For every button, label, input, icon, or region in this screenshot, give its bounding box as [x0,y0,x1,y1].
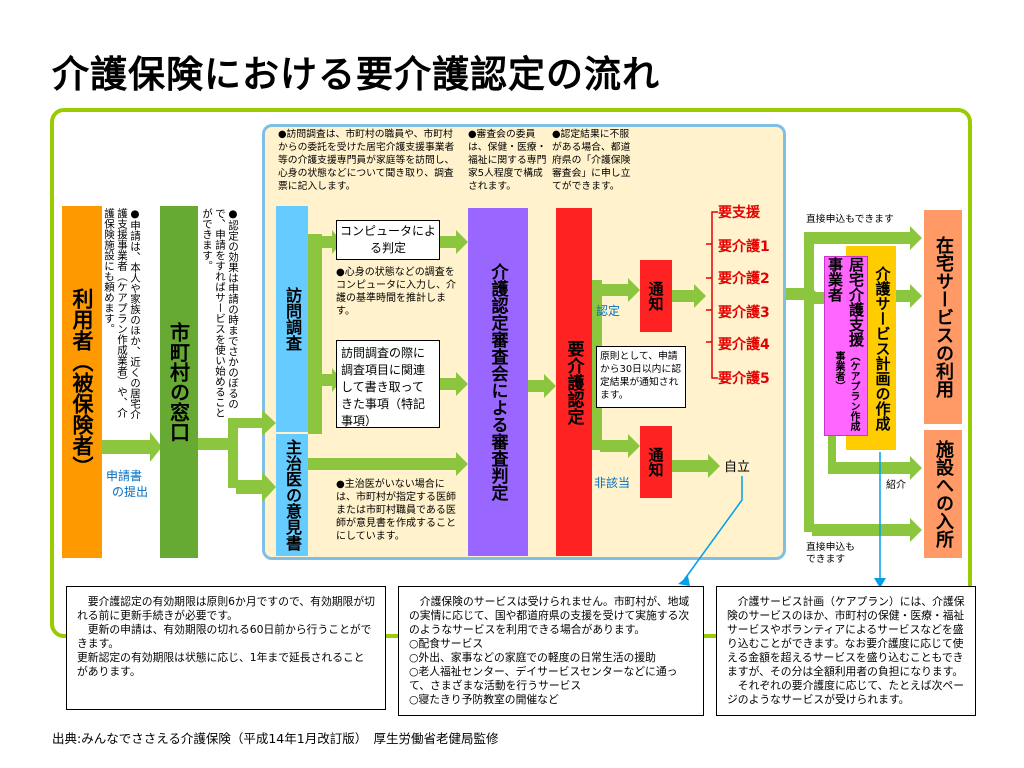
level-care-1: 要介護1 [718,239,770,255]
home-service: 在宅サービスの利用 [924,210,962,424]
arrow-application [100,432,162,462]
computer-judgment-box: コンピュータによる判定 [336,220,440,260]
visit-note: ●訪問調査は、市町村の職員や、市町村からの委託を受けた居宅介護支援事業者等の介護… [278,129,455,192]
arrow-window-out [198,438,232,450]
certification-column: 要介護認定 [556,208,592,556]
doctor-opinion: 主治医の意見書 [276,434,308,556]
municipal-window: 市町村の窓口 [160,206,198,558]
direct-apply-top: 直接申込もできます [806,214,894,225]
not-applicable-label: 非該当 [594,476,631,490]
visit-survey: 訪問調査 [276,206,308,432]
appeal-note: ●認定結果に不服がある場合、都道府県の「介護保険審査会」に申し立てができます。 [552,129,631,192]
arrow-committee [528,374,556,398]
application-label: 申請書 の提出 [106,469,149,499]
source-citation: 出典:みんなでささえる介護保険（平成14年1月改訂版） 厚生労働省老健局監修 [52,731,499,746]
certified-label: 認定 [596,304,621,318]
special-notes-box: 訪問調査の際に調査項目に関連して書き取ってきた事項（特記事項） [336,340,440,428]
independent-label: 自立 [724,460,751,475]
not-applicable-note-box: 介護保険のサービスは受けられません。市町村が、地域の実情に応じて、国や都道府県の… [398,586,704,716]
arrow-doctor [306,452,468,476]
user-note: ●申請は、本人や家族のほか、近くの居宅介護支援事業者（ケアプラン作成業者）や、介… [103,208,141,420]
care-plan-creation: 介護サービス計画の作成 [873,265,892,431]
care-plan-note-box: 介護サービス計画（ケアプラン）には、介護保険のサービスのほか、市町村の保健・医療… [716,586,976,716]
municipal-note: ●認定の効果は申請の時までさかのぼるので、申請をすればサービスを使い始めることが… [201,208,239,418]
user-column: 利用者（被保険者） [62,206,102,558]
level-care-2: 要介護2 [718,271,770,287]
level-care-3: 要介護3 [718,305,770,321]
days-note: 原則として、申請から30日以内に認定結果が通知されます。 [596,346,686,408]
facility-admission: 施設への入所 [924,430,962,558]
committee-note: ●審査会の委員は、保健・医療・福祉に関する専門家5人程度で構成されます。 [468,129,547,192]
notice-box-not-applicable: 通知 [640,426,672,498]
care-plan-office: 居宅介護支援事業者 （ケアプラン作成事業者） [824,256,868,436]
page-title: 介護保険における要介護認定の流れ [52,53,660,96]
arrow-computer [440,230,468,254]
user-label: 利用者（被保険者） [70,287,94,477]
committee-column: 介護認定審査会による審査判定 [468,208,528,556]
validity-note-box: 要介護認定の有効期限は原則6か月ですので、有効期限が切れる前に更新手続きが必要で… [66,586,386,710]
arrow-special [440,372,468,396]
level-support: 要支援 [718,205,760,221]
doctor-note: ●主治医がいない場合には、市町村が指定する医師または市町村職員である医師が意見書… [336,479,456,542]
direct-apply-bottom: 直接申込も できます [806,542,855,565]
level-care-4: 要介護4 [718,337,770,353]
computer-note: ●心身の状態などの調査をコンピュータに入力し、介護の基準時間を推計します。 [336,267,456,317]
notice-box-certified: 通知 [640,260,672,332]
introduction-label: 紹介 [886,480,906,491]
level-care-5: 要介護5 [718,371,770,387]
